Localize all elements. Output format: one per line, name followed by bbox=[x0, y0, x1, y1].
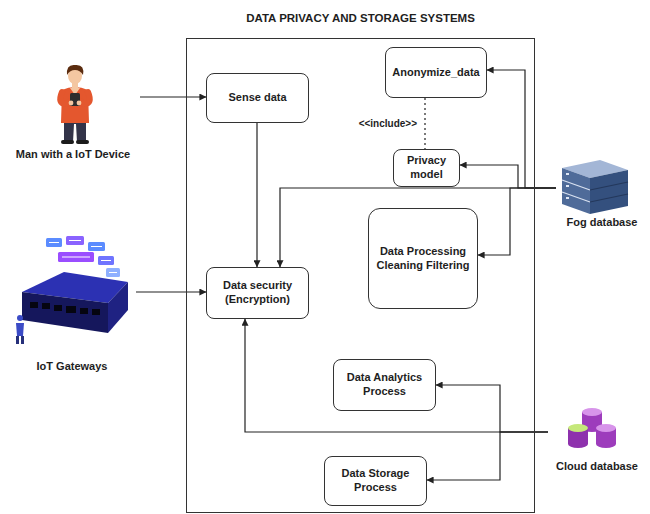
process-label: Data Analytics Process bbox=[340, 371, 429, 399]
actor-label: IoT Gateways bbox=[8, 360, 136, 374]
actor: Man with a IoT Device bbox=[6, 62, 140, 162]
actor-label: Man with a IoT Device bbox=[6, 148, 140, 162]
process-box: Data Processing Cleaning Filtering bbox=[368, 208, 478, 309]
data-flow-arrow bbox=[460, 165, 556, 188]
process-box: Data security (Encryption) bbox=[206, 267, 309, 319]
process-box: Anonymize_data bbox=[385, 47, 487, 98]
process-label: Sense data bbox=[228, 91, 286, 105]
process-label: Data Storage Process bbox=[331, 467, 420, 495]
database-actor: Fog database bbox=[556, 156, 648, 230]
process-label: Anonymize_data bbox=[392, 66, 479, 80]
process-box: Data Storage Process bbox=[324, 456, 427, 506]
gateway-actor: IoT Gateways bbox=[8, 232, 136, 374]
database-actor: Cloud database bbox=[548, 406, 646, 474]
data-flow-arrow bbox=[256, 123, 257, 267]
data-flow-arrow bbox=[478, 188, 556, 255]
include-link bbox=[424, 98, 425, 149]
edge-label: <<include>> bbox=[357, 118, 419, 129]
man-figure bbox=[60, 65, 90, 144]
gateway-illustration bbox=[16, 236, 128, 344]
process-box: Data Analytics Process bbox=[333, 359, 436, 411]
process-box: Privacy model bbox=[393, 149, 460, 187]
data-flow-arrow bbox=[245, 319, 548, 432]
data-flow-arrow bbox=[487, 70, 556, 188]
actor-label: Cloud database bbox=[548, 460, 646, 474]
cloud-database-icon bbox=[568, 408, 616, 448]
process-label: Data security (Encryption) bbox=[213, 279, 302, 307]
system-title: DATA PRIVACY AND STORAGE SYSTEMS bbox=[187, 11, 534, 25]
data-flow-arrow bbox=[136, 291, 206, 292]
data-flow-arrow bbox=[427, 432, 548, 480]
system-boundary: DATA PRIVACY AND STORAGE SYSTEMSSense da… bbox=[186, 38, 535, 513]
data-flow-arrow bbox=[436, 385, 548, 432]
data-flow-arrow bbox=[140, 96, 206, 97]
fog-server-icon bbox=[562, 160, 628, 214]
process-label: Data Processing Cleaning Filtering bbox=[375, 245, 471, 273]
process-label: Privacy model bbox=[400, 154, 453, 182]
process-box: Sense data bbox=[206, 73, 309, 123]
actor-label: Fog database bbox=[556, 216, 648, 230]
